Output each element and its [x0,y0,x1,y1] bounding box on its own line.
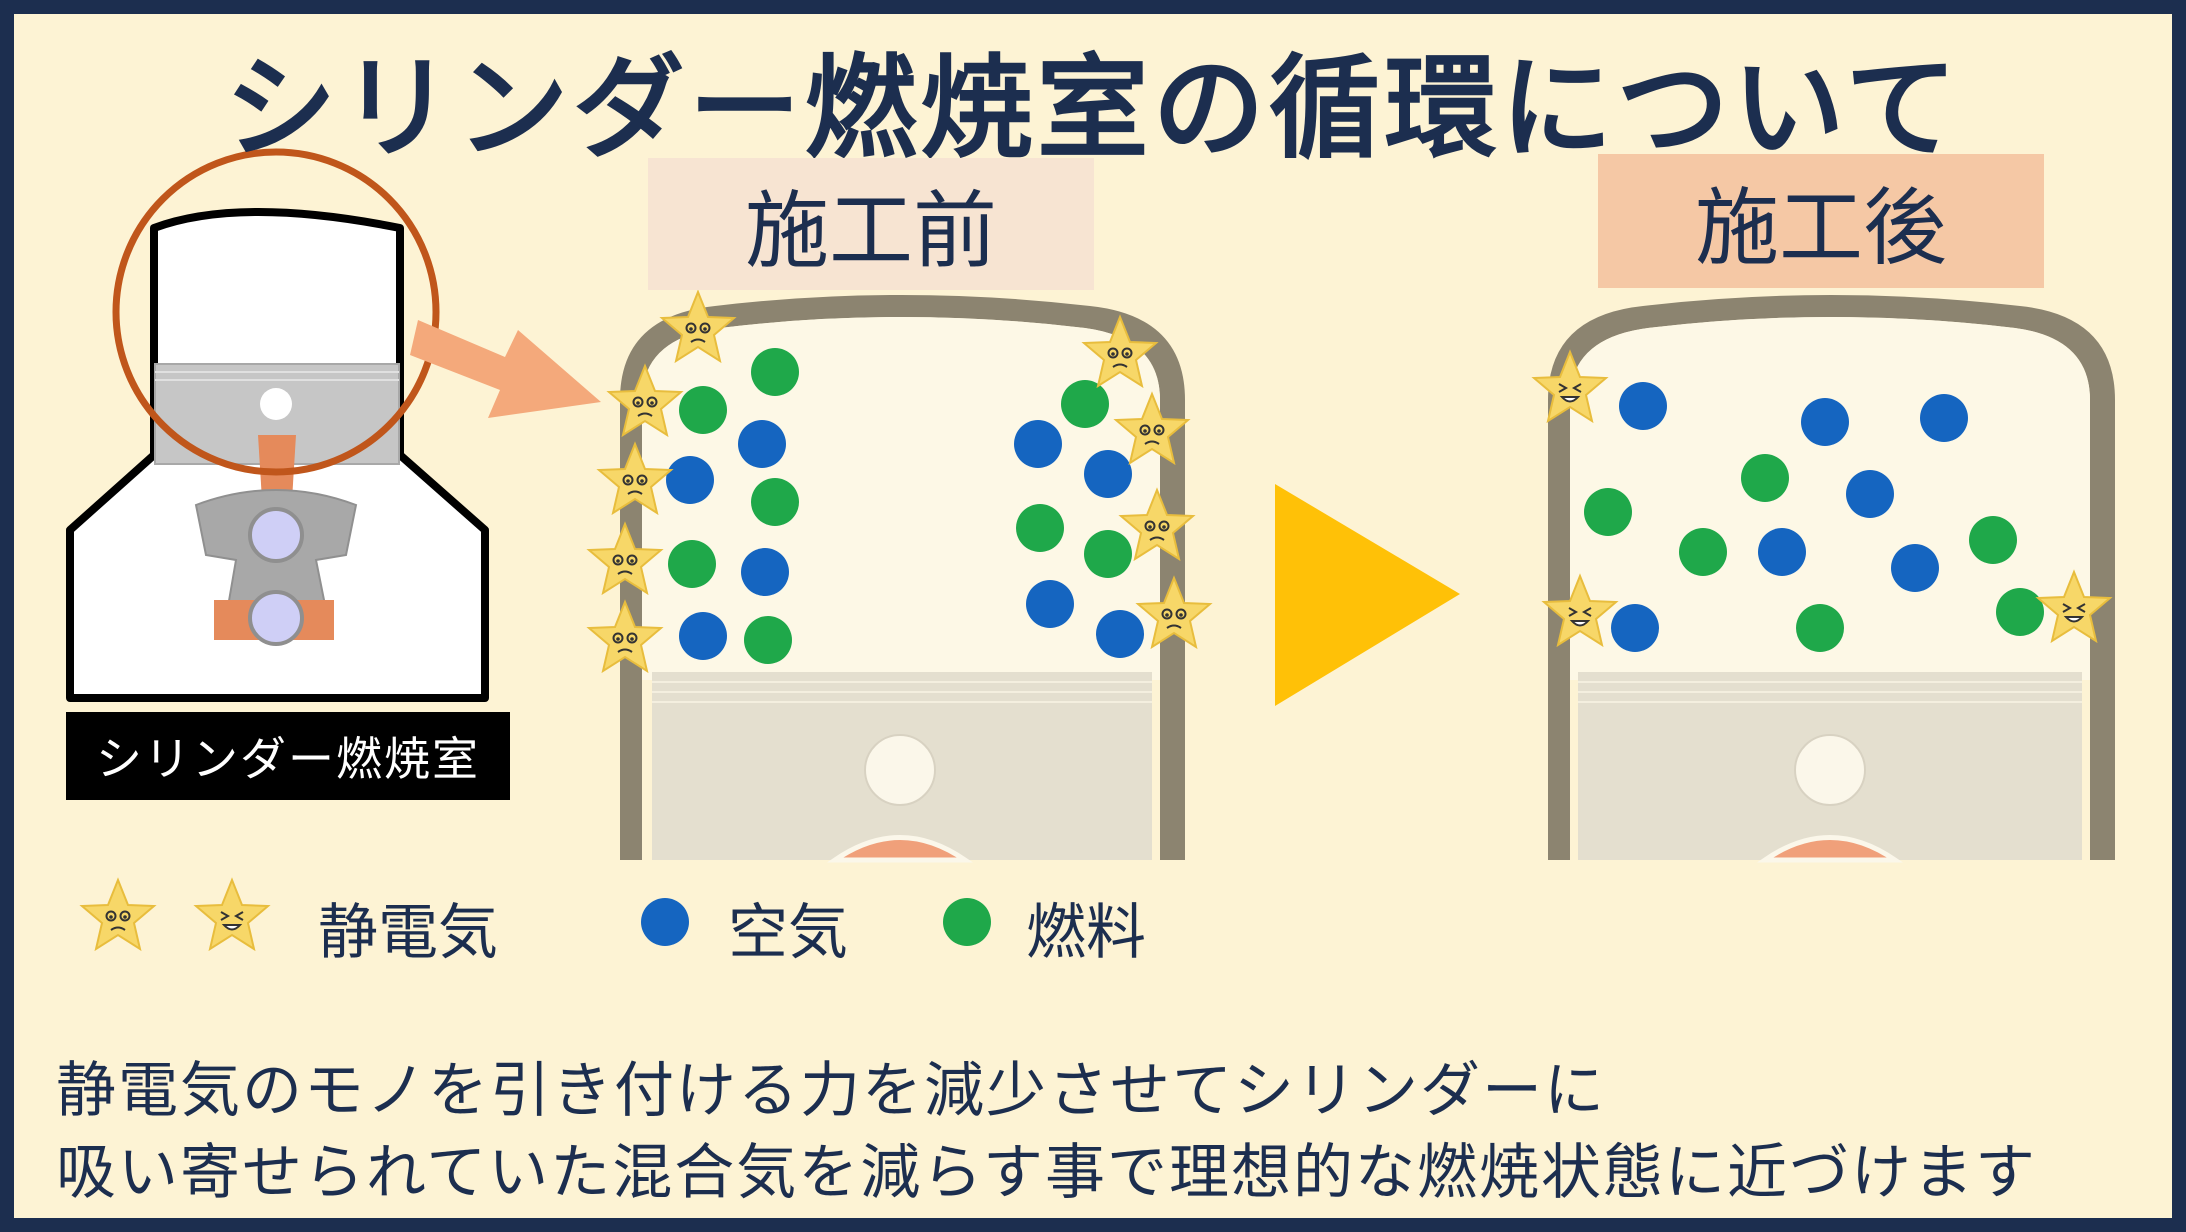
legend-static-label: 静電気 [318,898,498,968]
fuel-particle [1061,380,1109,428]
after-particles [1584,382,2044,652]
fuel-particle [1969,516,2017,564]
air-particle [1096,610,1144,658]
callout-circle [112,148,440,476]
air-particle [1891,544,1939,592]
air-particle [741,548,789,596]
legend-fuel-label: 燃料 [1026,898,1146,968]
air-particle [1758,528,1806,576]
transition-arrow [1275,484,1460,706]
fuel-particle [679,386,727,434]
fuel-particle [668,540,716,588]
air-particle [1801,398,1849,446]
crank-pin-lower [248,590,304,646]
cylinder-caption: シリンダー燃焼室 [66,712,510,800]
air-particle [1026,580,1074,628]
fuel-particle [1016,504,1064,552]
air-particle [1846,470,1894,518]
fuel-particle [751,478,799,526]
air-particle [1619,382,1667,430]
cylinder-after [1548,295,2115,863]
before-particles [666,348,1144,664]
legend-fuel-icon [943,898,991,946]
piston-pin-before [864,734,936,806]
fuel-particle [1084,530,1132,578]
air-particle [1014,420,1062,468]
legend-air-icon [641,898,689,946]
air-particle [1084,450,1132,498]
fuel-particle [1584,488,1632,536]
piston-pin [260,388,292,420]
description-line-2: 吸い寄せられていた混合気を減らす事で理想的な燃焼状態に近づけます [56,1138,2037,1208]
crank-pin-upper [248,507,304,563]
callout-arrow [410,320,601,418]
air-particle [1920,394,1968,442]
fuel-particle [751,348,799,396]
air-particle [738,420,786,468]
fuel-particle [1996,588,2044,636]
page-title: シリンダー燃焼室の循環について [224,44,1962,174]
air-particle [1611,604,1659,652]
fuel-particle [1679,528,1727,576]
connecting-rod-top [258,435,296,500]
air-particle [679,612,727,660]
label-before: 施工前 [648,158,1094,290]
piston-pin-after [1794,734,1866,806]
air-particle [666,456,714,504]
label-after: 施工後 [1598,154,2044,288]
description-line-1: 静電気のモノを引き付ける力を減少させてシリンダーに [56,1056,1606,1126]
cylinder-illustration [66,148,601,702]
legend-symbols [81,879,991,950]
fuel-particle [1741,454,1789,502]
fuel-particle [744,616,792,664]
legend-air-label: 空気 [728,898,848,968]
fuel-particle [1796,604,1844,652]
